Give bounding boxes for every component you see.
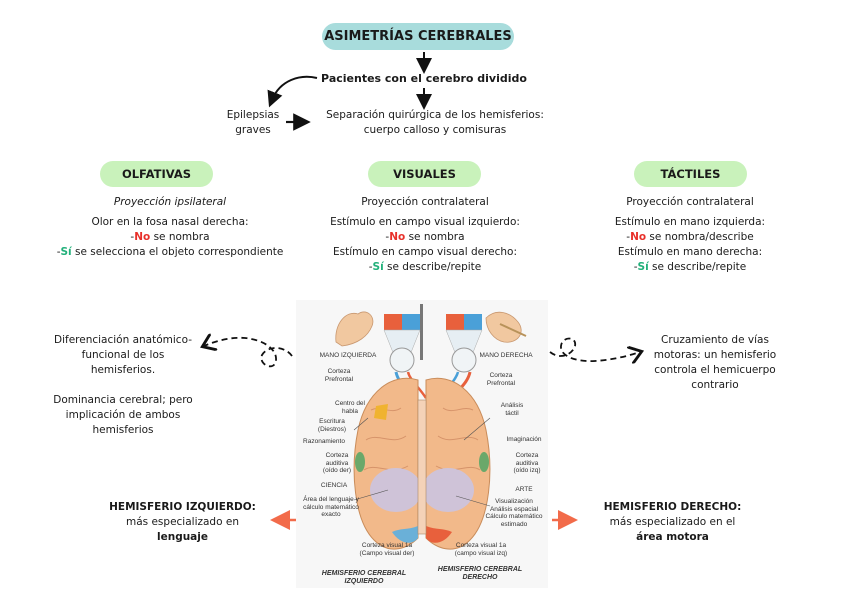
dash: - [633,261,638,273]
label-language-area: Área del lenguaje y cálculo matemático e… [303,496,359,518]
detail-line: Olor en la fosa nasal derecha: [91,216,249,228]
dash: - [626,231,631,243]
label-visualization: Visualización Análisis espacial Cálculo … [485,498,543,528]
left-note-line: Diferenciación anatómico- [54,334,192,346]
detail-line: -No se nombra [40,230,300,245]
label-hand-left: MANO IZQUIERDA [319,352,377,359]
label-imagination: Imaginación [506,436,542,443]
visuales-projection: Proyección contralateral [361,196,489,208]
detail-text: se describe/repite [648,261,747,273]
procedure-text: Separación quirúrgica de los hemisferios… [326,109,544,136]
detail-line: -No se nombra/describe [580,230,800,245]
visuales-details: Estímulo en campo visual izquierdo:-No s… [305,215,545,275]
pill-visuales: VISUALES [368,161,481,187]
olfativas-projection: Proyección ipsilateral [113,196,227,208]
olfativas-details: Olor en la fosa nasal derecha:-No se nom… [40,215,300,260]
left-note-line: Dominancia cerebral; pero [53,394,193,406]
detail-line: -Sí se selecciona el objeto correspondie… [40,245,300,260]
label-reasoning: Razonamiento [303,438,345,445]
caption-left-hemisphere: HEMISFERIO CEREBRAL IZQUIERDO [321,570,407,585]
yes-flag: Sí [60,246,72,258]
no-flag: No [630,231,647,243]
right-hemisphere-note: HEMISFERIO DERECHO: más especializado en… [603,501,742,543]
detail-line: Estímulo en campo visual izquierdo: [330,216,520,228]
label-auditory-right: Corteza auditiva (oído izq) [513,452,541,474]
left-note-line: hemisferios. [90,364,156,376]
detail-text: se nombra [150,231,210,243]
detail-line: -No se nombra [305,230,545,245]
label-writing: Escritura (Diestros) [317,418,347,433]
no-flag: No [389,231,406,243]
detail-line: -Sí se describe/repite [580,260,800,275]
tactiles-projection: Proyección contralateral [626,196,754,208]
label-speech-center: Centro del habla [335,400,365,415]
detail-line: Estímulo en mano derecha: [617,246,763,258]
dash: - [130,231,135,243]
detail-line: Estímulo en mano izquierda: [614,216,766,228]
detail-text: se nombra/describe [646,231,754,243]
label-visual-cortex-right: Corteza visual 1a (campo visual izq) [454,542,508,557]
left-note: Diferenciación anatómico- funcional de l… [48,333,198,438]
detail-line: -Sí se describe/repite [305,260,545,275]
arrow-patients-to-epilepsy [267,75,318,108]
brain-drawing [335,304,527,550]
yes-flag: Sí [637,261,649,273]
label-auditory-left: Corteza auditiva (oído der) [322,452,352,474]
cause-text: Epilepsias graves [226,109,280,136]
pill-olfativas: OLFATIVAS [100,161,213,187]
label-prefrontal-right: Corteza Prefrontal [486,372,516,387]
left-note-line: funcional de los [81,349,165,361]
no-flag: No [134,231,151,243]
left-note-line: implicación de ambos [65,409,181,421]
detail-line: Estímulo en campo visual derecho: [332,246,518,258]
label-visual-cortex-left: Corteza visual 1a (Campo visual der) [359,542,415,557]
tactiles-details: Estímulo en mano izquierda:-No se nombra… [580,215,800,275]
dashed-arrow-left [204,338,293,368]
dash: - [385,231,390,243]
dashed-arrow-right [549,337,640,362]
detail-text: se selecciona el objeto correspondiente [71,246,284,258]
left-hemisphere-note: HEMISFERIO IZQUIERDO: más especializado … [109,501,256,543]
label-prefrontal-left: Corteza Prefrontal [324,368,354,383]
label-science: CIENCIA [320,482,348,489]
patients-heading: Pacientes con el cerebro dividido [321,72,527,85]
label-hand-right: MANO DERECHA [479,352,533,359]
right-note: Cruzamiento de vías motoras: un hemisfer… [653,334,777,391]
left-note-line: hemisferios [92,424,154,436]
dash: - [56,246,61,258]
caption-right-hemisphere: HEMISFERIO CEREBRAL DERECHO [437,566,523,581]
yes-flag: Sí [372,261,384,273]
label-tactile-analysis: Análisis táctil [500,402,524,417]
title-pill: ASIMETRÍAS CEREBRALES [322,23,514,50]
label-art: ARTE [515,486,533,493]
detail-text: se describe/repite [383,261,482,273]
detail-text: se nombra [405,231,465,243]
brain-illustration: MANO IZQUIERDA MANO DERECHA Corteza Pref… [296,300,548,588]
dash: - [368,261,373,273]
pill-tactiles: TÁCTILES [634,161,747,187]
